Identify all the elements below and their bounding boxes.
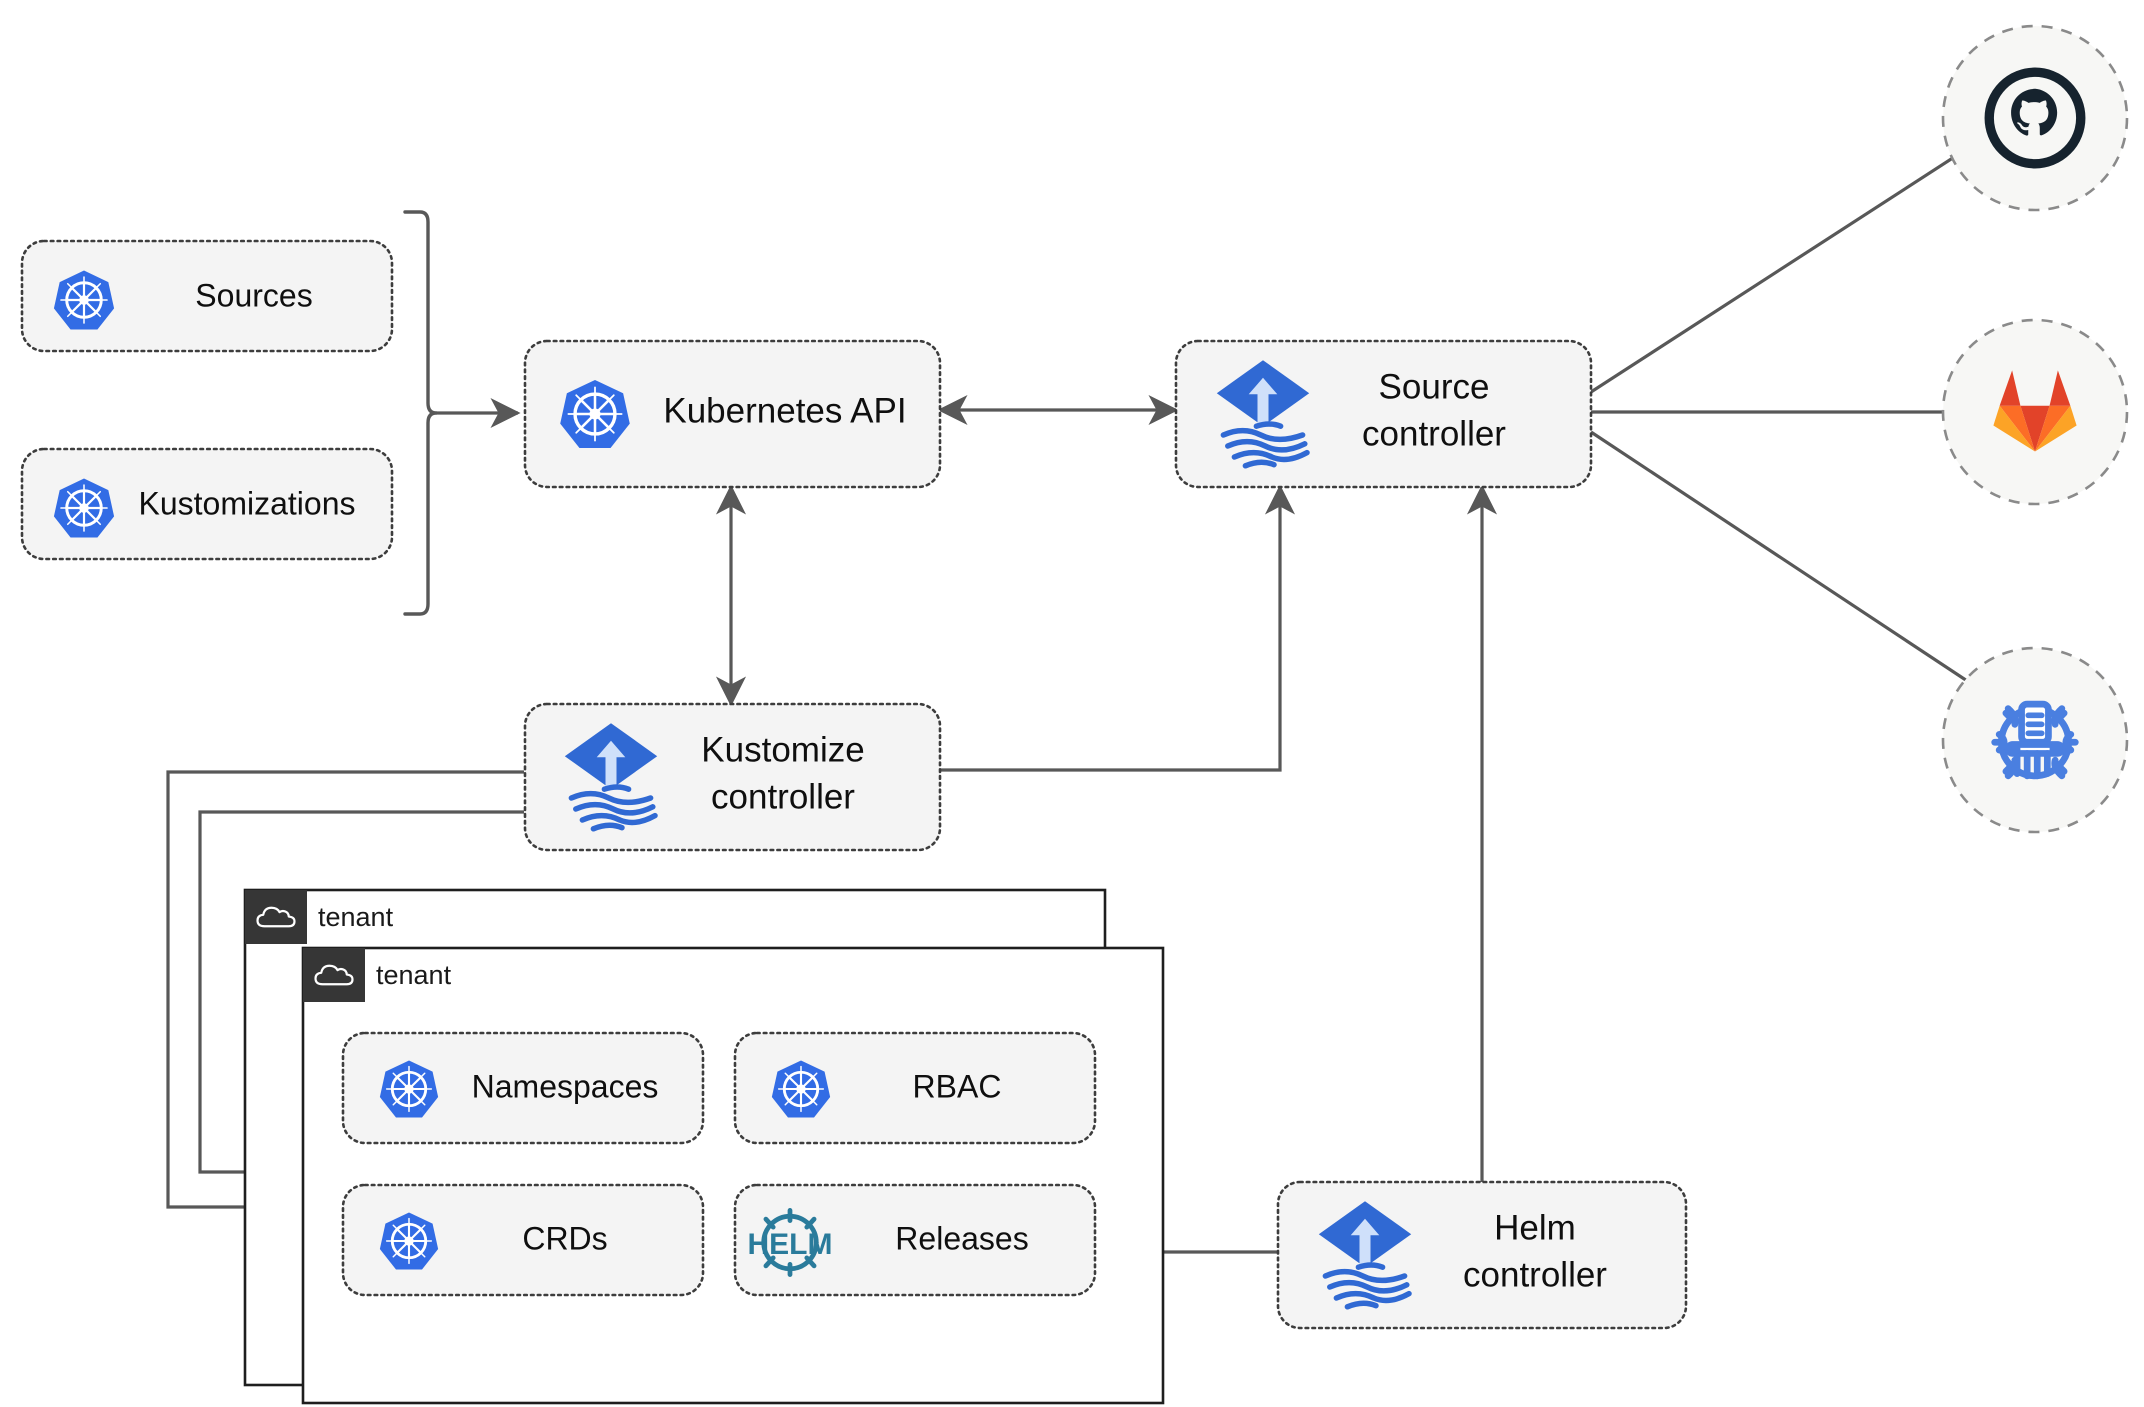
helm-repository-icon [1995, 704, 2076, 776]
namespaces-label: Namespaces [472, 1068, 659, 1104]
tenant-front-label: tenant [376, 960, 452, 990]
resource-box-kustomizations[interactable]: Kustomizations [20, 447, 394, 561]
tenant-front-body [301, 946, 1165, 1405]
kustomizations-label: Kustomizations [139, 485, 356, 521]
source-controller-label-line1: Source [1379, 367, 1490, 406]
github-circle [1941, 24, 2129, 212]
helm-icon-wordmark: HELM [748, 1228, 833, 1261]
tenant-resource-namespaces[interactable]: Namespaces [341, 1031, 705, 1145]
kustomize-controller-label-line1: Kustomize [701, 730, 864, 769]
helm-controller-label-line1: Helm [1494, 1208, 1576, 1247]
tenant-container-front[interactable]: tenant [301, 946, 1165, 1405]
node-kustomize-controller[interactable]: Kustomize controller [523, 702, 942, 852]
node-helm-controller[interactable]: Helm controller [1276, 1180, 1688, 1330]
tenant-resource-crds[interactable]: CRDs [341, 1183, 705, 1297]
releases-label: Releases [895, 1220, 1028, 1256]
edge-group-bracket [403, 210, 438, 616]
kubernetes-api-box [523, 339, 942, 489]
sources-label: Sources [195, 277, 312, 313]
resource-box-sources[interactable]: Sources [20, 239, 394, 353]
kubernetes-api-label: Kubernetes API [663, 391, 906, 430]
node-kubernetes-api[interactable]: Kubernetes API [523, 339, 942, 489]
source-controller-label-line2: controller [1362, 414, 1506, 453]
rbac-label: RBAC [913, 1068, 1002, 1104]
rbac-box [733, 1031, 1097, 1145]
namespaces-box [341, 1031, 705, 1145]
tenant-resource-rbac[interactable]: RBAC [733, 1031, 1097, 1145]
kustomizations-box [20, 447, 394, 561]
edge-source-controller-to-github [1590, 128, 1999, 394]
crds-box [341, 1183, 705, 1297]
kustomize-controller-label-line2: controller [711, 777, 855, 816]
releases-box [733, 1183, 1097, 1297]
helm-icon: HELM [748, 1210, 833, 1274]
provider-helm-repository[interactable] [1941, 646, 2129, 834]
provider-github[interactable] [1941, 24, 2129, 212]
tenant-front-tab [303, 948, 365, 1002]
node-source-controller[interactable]: Source controller [1174, 339, 1593, 489]
provider-gitlab[interactable] [1941, 318, 2129, 506]
sources-box [20, 239, 394, 353]
tenant-back-label: tenant [318, 902, 394, 932]
tenant-back-tab [245, 890, 307, 944]
edge-kustomize-controller-to-tenant-back [166, 770, 524, 1223]
edge-source-controller-to-helm-repository [1590, 430, 1999, 702]
edge-kustomize-controller-to-source-controller [940, 484, 1296, 772]
helm-controller-label-line2: controller [1463, 1255, 1607, 1294]
crds-label: CRDs [522, 1220, 607, 1256]
tenant-resource-releases[interactable]: HELM Releases [733, 1183, 1097, 1297]
